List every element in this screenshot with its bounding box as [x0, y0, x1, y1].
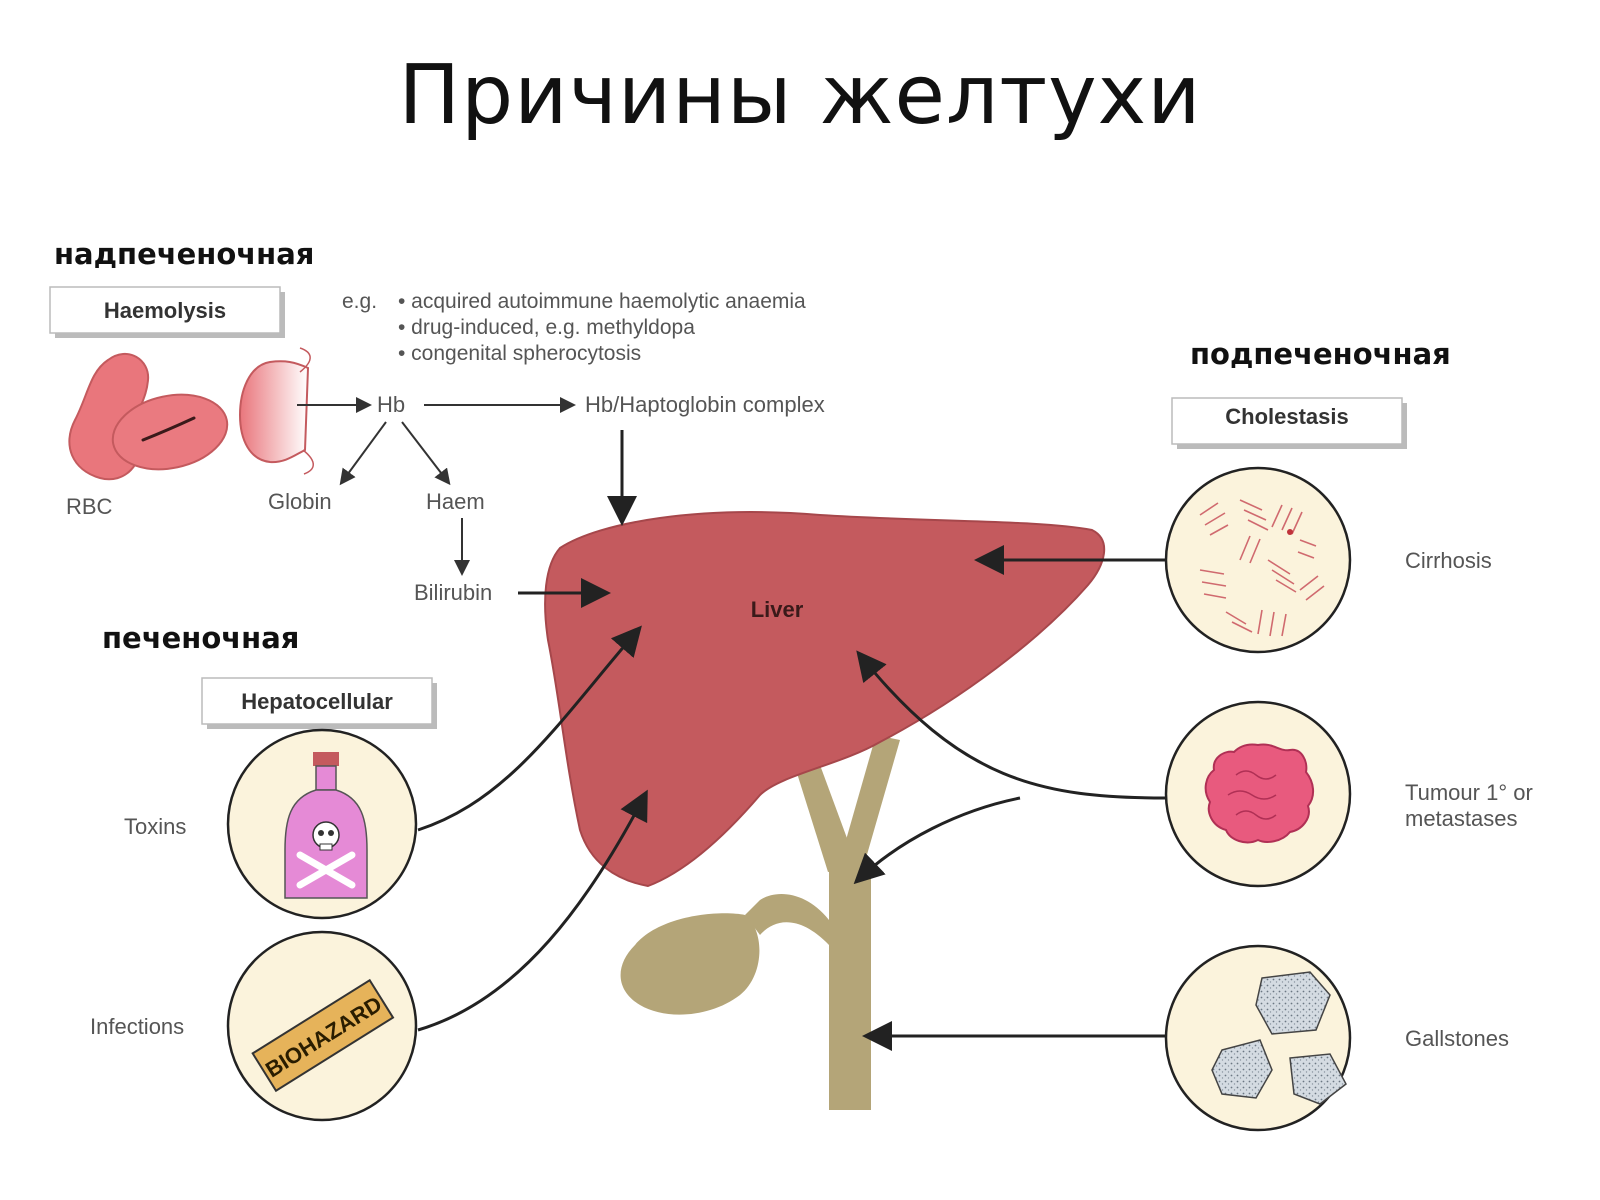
hepatocellular-box: Hepatocellular	[201, 677, 437, 729]
tumour-label-line2: metastases	[1405, 806, 1518, 831]
hb-haptoglobin-label: Hb/Haptoglobin complex	[585, 392, 825, 417]
cholestasis-label: Cholestasis	[1225, 404, 1349, 429]
toxins-label: Toxins	[124, 814, 186, 839]
haem-label: Haem	[426, 489, 485, 514]
tumour-icon	[1204, 743, 1314, 844]
slide-title: Причины желтухи	[398, 48, 1202, 143]
gallstones-icon	[1211, 971, 1347, 1105]
cirrhosis-label: Cirrhosis	[1405, 548, 1492, 573]
infections-label: Infections	[90, 1014, 184, 1039]
category-posthepatic: подпеченочная	[1190, 337, 1451, 371]
hepatocellular-label: Hepatocellular	[241, 689, 393, 714]
category-prehepatic: надпеченочная	[54, 237, 314, 271]
infections-to-liver-arrow	[417, 789, 648, 1032]
rbc-label: RBC	[66, 494, 113, 519]
cirrhosis-dot	[1287, 529, 1293, 535]
globin-label: Globin	[268, 489, 332, 514]
tumour-to-duct-arrow	[853, 796, 1021, 885]
gallstones-label: Gallstones	[1405, 1026, 1509, 1051]
hb-to-globin-arrow	[339, 421, 387, 486]
hb-label: Hb	[377, 392, 405, 417]
bile-ducts	[745, 735, 900, 1110]
bilirubin-label: Bilirubin	[414, 580, 492, 605]
category-hepatic: печеночная	[102, 621, 299, 655]
example-item: • drug-induced, e.g. methyldopa	[398, 316, 695, 339]
toxins-to-liver-arrow	[417, 625, 642, 832]
tumour-label-line1: Tumour 1° or	[1405, 780, 1533, 805]
example-item: • congenital spherocytosis	[398, 342, 641, 365]
rbc-illustration	[68, 347, 314, 481]
cirrhosis-circle	[1164, 466, 1352, 654]
liver-shape	[544, 511, 1106, 888]
haemolysis-box: Haemolysis	[49, 286, 285, 338]
example-item: • acquired autoimmune haemolytic anaemia	[398, 290, 806, 313]
haemolysis-label: Haemolysis	[104, 298, 226, 323]
examples-prefix: e.g.	[342, 290, 377, 313]
cirrhosis-fibers-icon	[1199, 499, 1325, 637]
cholestasis-box: Cholestasis	[1171, 397, 1407, 449]
tumour-texture	[1227, 770, 1277, 820]
gallbladder	[620, 913, 760, 1015]
liver-label: Liver	[751, 597, 804, 622]
hb-to-haem-arrow	[401, 421, 451, 486]
tumour-to-liver-arrow	[856, 650, 1167, 800]
poison-bottle-icon	[284, 752, 368, 899]
